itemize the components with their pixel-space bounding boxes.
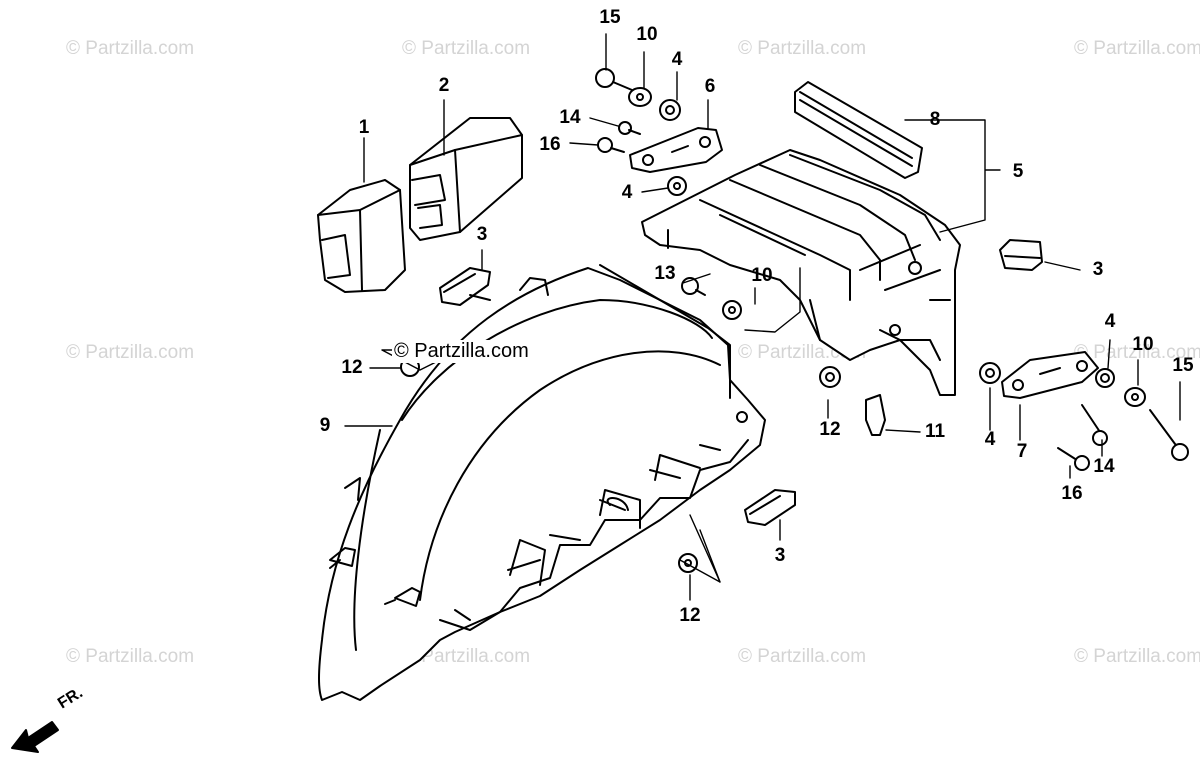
callout-10: 10 bbox=[1132, 334, 1154, 355]
watermark: © Partzilla.com bbox=[66, 646, 195, 667]
callout-3: 3 bbox=[1092, 259, 1104, 280]
watermark: © Partzilla.com bbox=[738, 646, 867, 667]
license-bracket-part-5 bbox=[641, 149, 961, 396]
callout-4: 4 bbox=[671, 49, 683, 70]
callout-2: 2 bbox=[438, 75, 450, 96]
watermark: © Partzilla.com bbox=[738, 38, 867, 59]
callout-4: 4 bbox=[984, 429, 996, 450]
callout-14: 14 bbox=[1093, 456, 1115, 477]
watermark: © Partzilla.com bbox=[402, 38, 531, 59]
callout-16: 16 bbox=[539, 134, 561, 155]
front-direction-arrow bbox=[11, 721, 59, 753]
callout-10: 10 bbox=[636, 24, 658, 45]
callout-3: 3 bbox=[476, 224, 488, 245]
plate-part-6 bbox=[629, 127, 723, 173]
callout-15: 15 bbox=[1172, 355, 1194, 376]
callout-9: 9 bbox=[319, 415, 331, 436]
callout-3: 3 bbox=[774, 545, 786, 566]
hardware bbox=[400, 68, 1189, 573]
callout-7: 7 bbox=[1016, 441, 1028, 462]
callout-4: 4 bbox=[1104, 311, 1116, 332]
unit-box-part-1 bbox=[317, 179, 406, 293]
callout-16: 16 bbox=[1061, 483, 1083, 504]
callout-13: 13 bbox=[654, 263, 676, 284]
callout-12: 12 bbox=[819, 419, 841, 440]
callout-12: 12 bbox=[679, 605, 701, 626]
callout-10: 10 bbox=[751, 265, 773, 286]
callout-14: 14 bbox=[559, 107, 581, 128]
watermark: © Partzilla.com bbox=[1074, 342, 1200, 363]
callout-8: 8 bbox=[929, 109, 941, 130]
rubber-pad-part-3 bbox=[439, 267, 491, 306]
plate-part-7 bbox=[1001, 351, 1099, 399]
callout-15: 15 bbox=[599, 7, 621, 28]
leader-lines bbox=[344, 33, 1181, 601]
callout-4: 4 bbox=[621, 182, 633, 203]
watermark: © Partzilla.com bbox=[1074, 38, 1200, 59]
rubber-strip-part-8 bbox=[794, 81, 923, 179]
watermark-center: © Partzilla.com bbox=[392, 340, 531, 363]
callout-1: 1 bbox=[358, 117, 370, 138]
rear-fender-part-9 bbox=[318, 264, 766, 701]
callout-12: 12 bbox=[341, 357, 363, 378]
watermark: © Partzilla.com bbox=[66, 342, 195, 363]
watermark: © Partzilla.com bbox=[1074, 646, 1200, 667]
callout-6: 6 bbox=[704, 76, 716, 97]
unit-box-part-2 bbox=[409, 117, 523, 241]
rubber-pad-part-3 bbox=[999, 239, 1043, 271]
watermark: © Partzilla.com bbox=[402, 646, 531, 667]
rubber-pad-part-3 bbox=[744, 489, 796, 526]
callout-5: 5 bbox=[1012, 161, 1024, 182]
callout-11: 11 bbox=[924, 421, 946, 442]
watermark: © Partzilla.com bbox=[66, 38, 195, 59]
